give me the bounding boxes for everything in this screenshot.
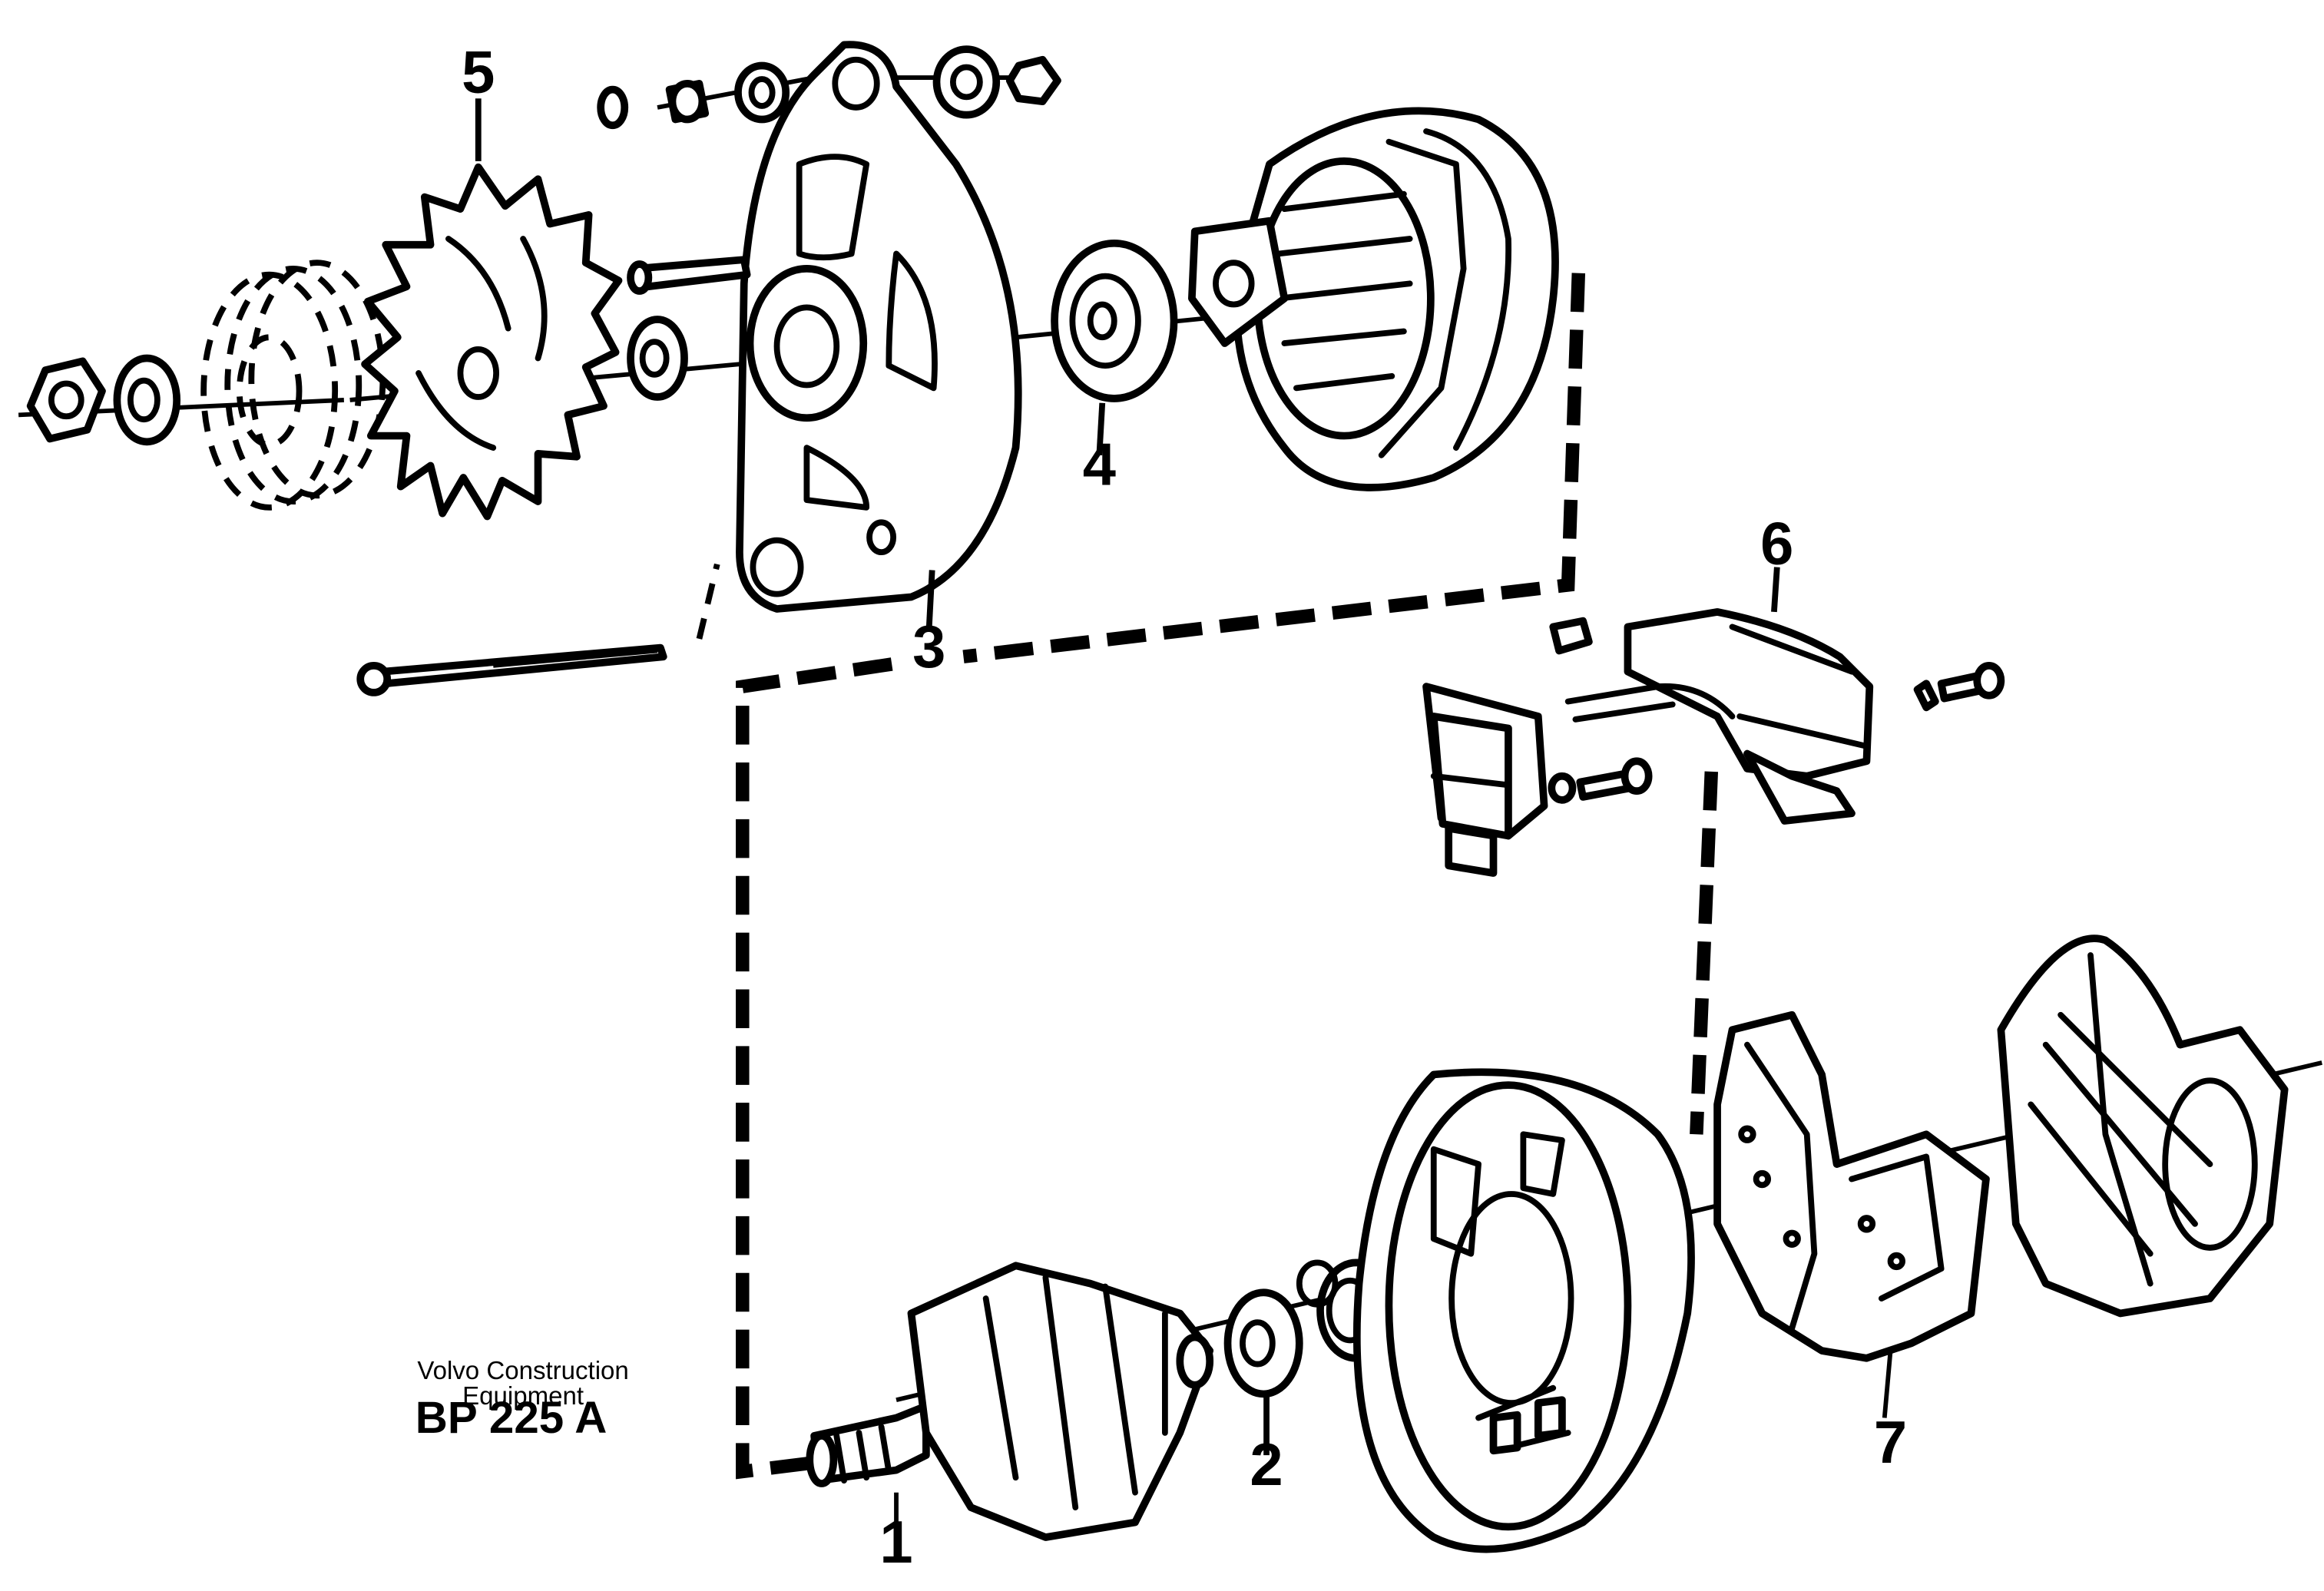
bracket-screw (627, 256, 751, 295)
pulley-phantom (200, 260, 386, 511)
callout-4: 4 (1083, 432, 1116, 498)
assembly-lines (696, 273, 1719, 1480)
brush-holder-connector (1422, 683, 1653, 877)
caption-company: Volvo Construction (417, 1357, 628, 1385)
rectifier (1713, 1011, 1990, 1418)
front-bearing (1051, 239, 1178, 402)
diagram-caption: Volvo Construction Equipment BP 225 A (415, 1357, 629, 1443)
callout-2: 2 (1250, 1432, 1283, 1498)
rear-cover (1997, 934, 2289, 1318)
rotor (806, 1262, 1214, 1545)
spring-washer (113, 354, 181, 446)
caption-code: BP 225 A (415, 1393, 607, 1443)
drive-end-bracket (736, 41, 1022, 613)
callout-3: 3 (912, 614, 945, 680)
callout-5: 5 (462, 40, 495, 106)
callout-7: 7 (1874, 1410, 1907, 1476)
pulley-nut (26, 357, 106, 443)
leader-lines (475, 98, 1780, 1456)
rear-bearing (1223, 1288, 1303, 1398)
long-through-bolt (356, 643, 667, 696)
bracket-washer (627, 316, 688, 401)
bracket-top-hardware (597, 45, 1061, 130)
callout-6: 6 (1760, 511, 1793, 577)
caption-company-line2: Equipment (462, 1382, 584, 1411)
callout-labels: 1 2 3 4 5 6 7 (462, 40, 1907, 1576)
cooling-fan (361, 163, 623, 521)
voltage-regulator (1549, 608, 2005, 825)
slip-ring-end-housing (1352, 1068, 1695, 1553)
stator (1188, 107, 1559, 491)
callout-1: 1 (879, 1510, 912, 1576)
